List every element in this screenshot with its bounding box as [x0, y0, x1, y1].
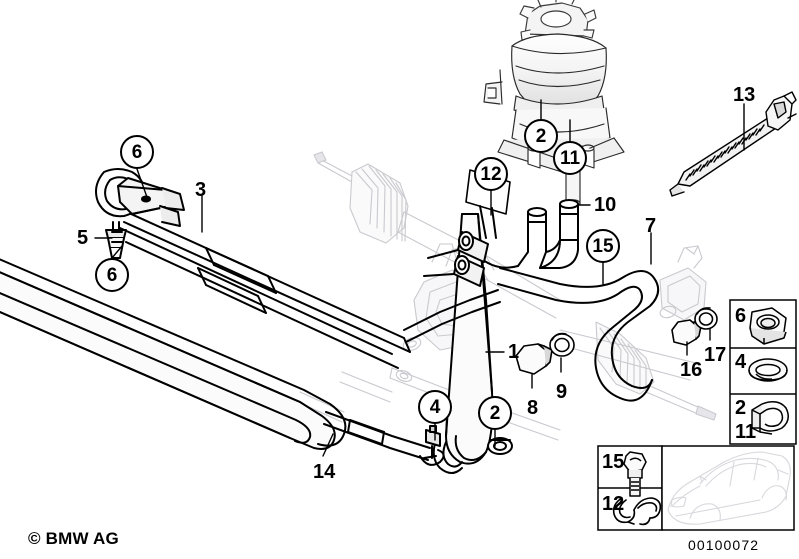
hex-nut-icon — [749, 307, 787, 345]
bleed-screw-part-5 — [105, 221, 127, 259]
loose-small-parts — [515, 307, 718, 375]
return-pipe-7 — [497, 267, 660, 402]
callout-9: 9 — [556, 381, 568, 403]
callout-11: 11 — [553, 141, 587, 175]
legend-bottom-number-15: 15 — [602, 451, 625, 473]
cooler-return-15 — [403, 289, 501, 343]
callout-7: 7 — [645, 215, 657, 237]
callout-3: 3 — [195, 179, 207, 201]
banjo-eye-fitting — [95, 168, 185, 227]
callout-14: 14 — [313, 461, 336, 483]
copyright-notice: © BMW AG — [28, 529, 119, 548]
callout-leaders — [94, 99, 745, 457]
hose-clamp-2-lower — [487, 437, 513, 455]
hex-bolt-icon — [623, 451, 647, 497]
legend-right-number-4: 4 — [735, 351, 747, 373]
cable-tie-13 — [669, 91, 797, 197]
callout-6: 6 — [120, 135, 154, 169]
callout-10: 10 — [594, 194, 617, 216]
lower-hose-run — [323, 411, 431, 461]
vehicle-silhouette-panel — [661, 445, 795, 531]
return-line-3b — [119, 227, 399, 369]
callout-5: 5 — [77, 227, 89, 249]
callout-1: 1 — [508, 341, 520, 363]
sealing-ring-17 — [694, 307, 718, 330]
o-ring-icon — [748, 358, 788, 382]
legend-panel-bottom — [597, 445, 663, 531]
callout-6: 6 — [95, 258, 129, 292]
callout-12: 12 — [474, 157, 508, 191]
callout-16: 16 — [680, 359, 703, 381]
hose-and-cooler-line-group — [0, 168, 660, 474]
callout-4: 4 — [418, 390, 452, 424]
callout-13: 13 — [733, 84, 756, 106]
reservoir-cap — [519, 0, 597, 41]
hose-clamp-icon — [751, 401, 789, 435]
callout-15: 15 — [586, 229, 620, 263]
legend-right-number-6: 6 — [735, 305, 747, 327]
oil-cooler-line-14 — [0, 258, 347, 450]
union-fittings-cluster — [423, 231, 489, 287]
bent-hose-lower-right — [432, 439, 463, 474]
callout-17: 17 — [704, 344, 727, 366]
callout-2: 2 — [524, 119, 558, 153]
sealing-ring-9 — [549, 332, 575, 357]
background-context-group — [297, 151, 717, 441]
sedan-silhouette-icon — [667, 451, 791, 525]
hex-plug-8 — [515, 343, 553, 375]
legend-bottom-number-12: 12 — [602, 493, 625, 515]
legend-right-number-11: 11 — [735, 421, 757, 443]
pressure-line-3 — [117, 207, 411, 353]
spring-clip-icon — [612, 497, 662, 526]
legend-right-number-2: 2 — [735, 397, 747, 419]
callout-2: 2 — [478, 396, 512, 430]
reservoir-feed-hoses — [477, 199, 579, 269]
legend-panel-right — [729, 299, 797, 445]
diagram-number: 00100072 — [688, 537, 760, 553]
callout-8: 8 — [527, 397, 539, 419]
